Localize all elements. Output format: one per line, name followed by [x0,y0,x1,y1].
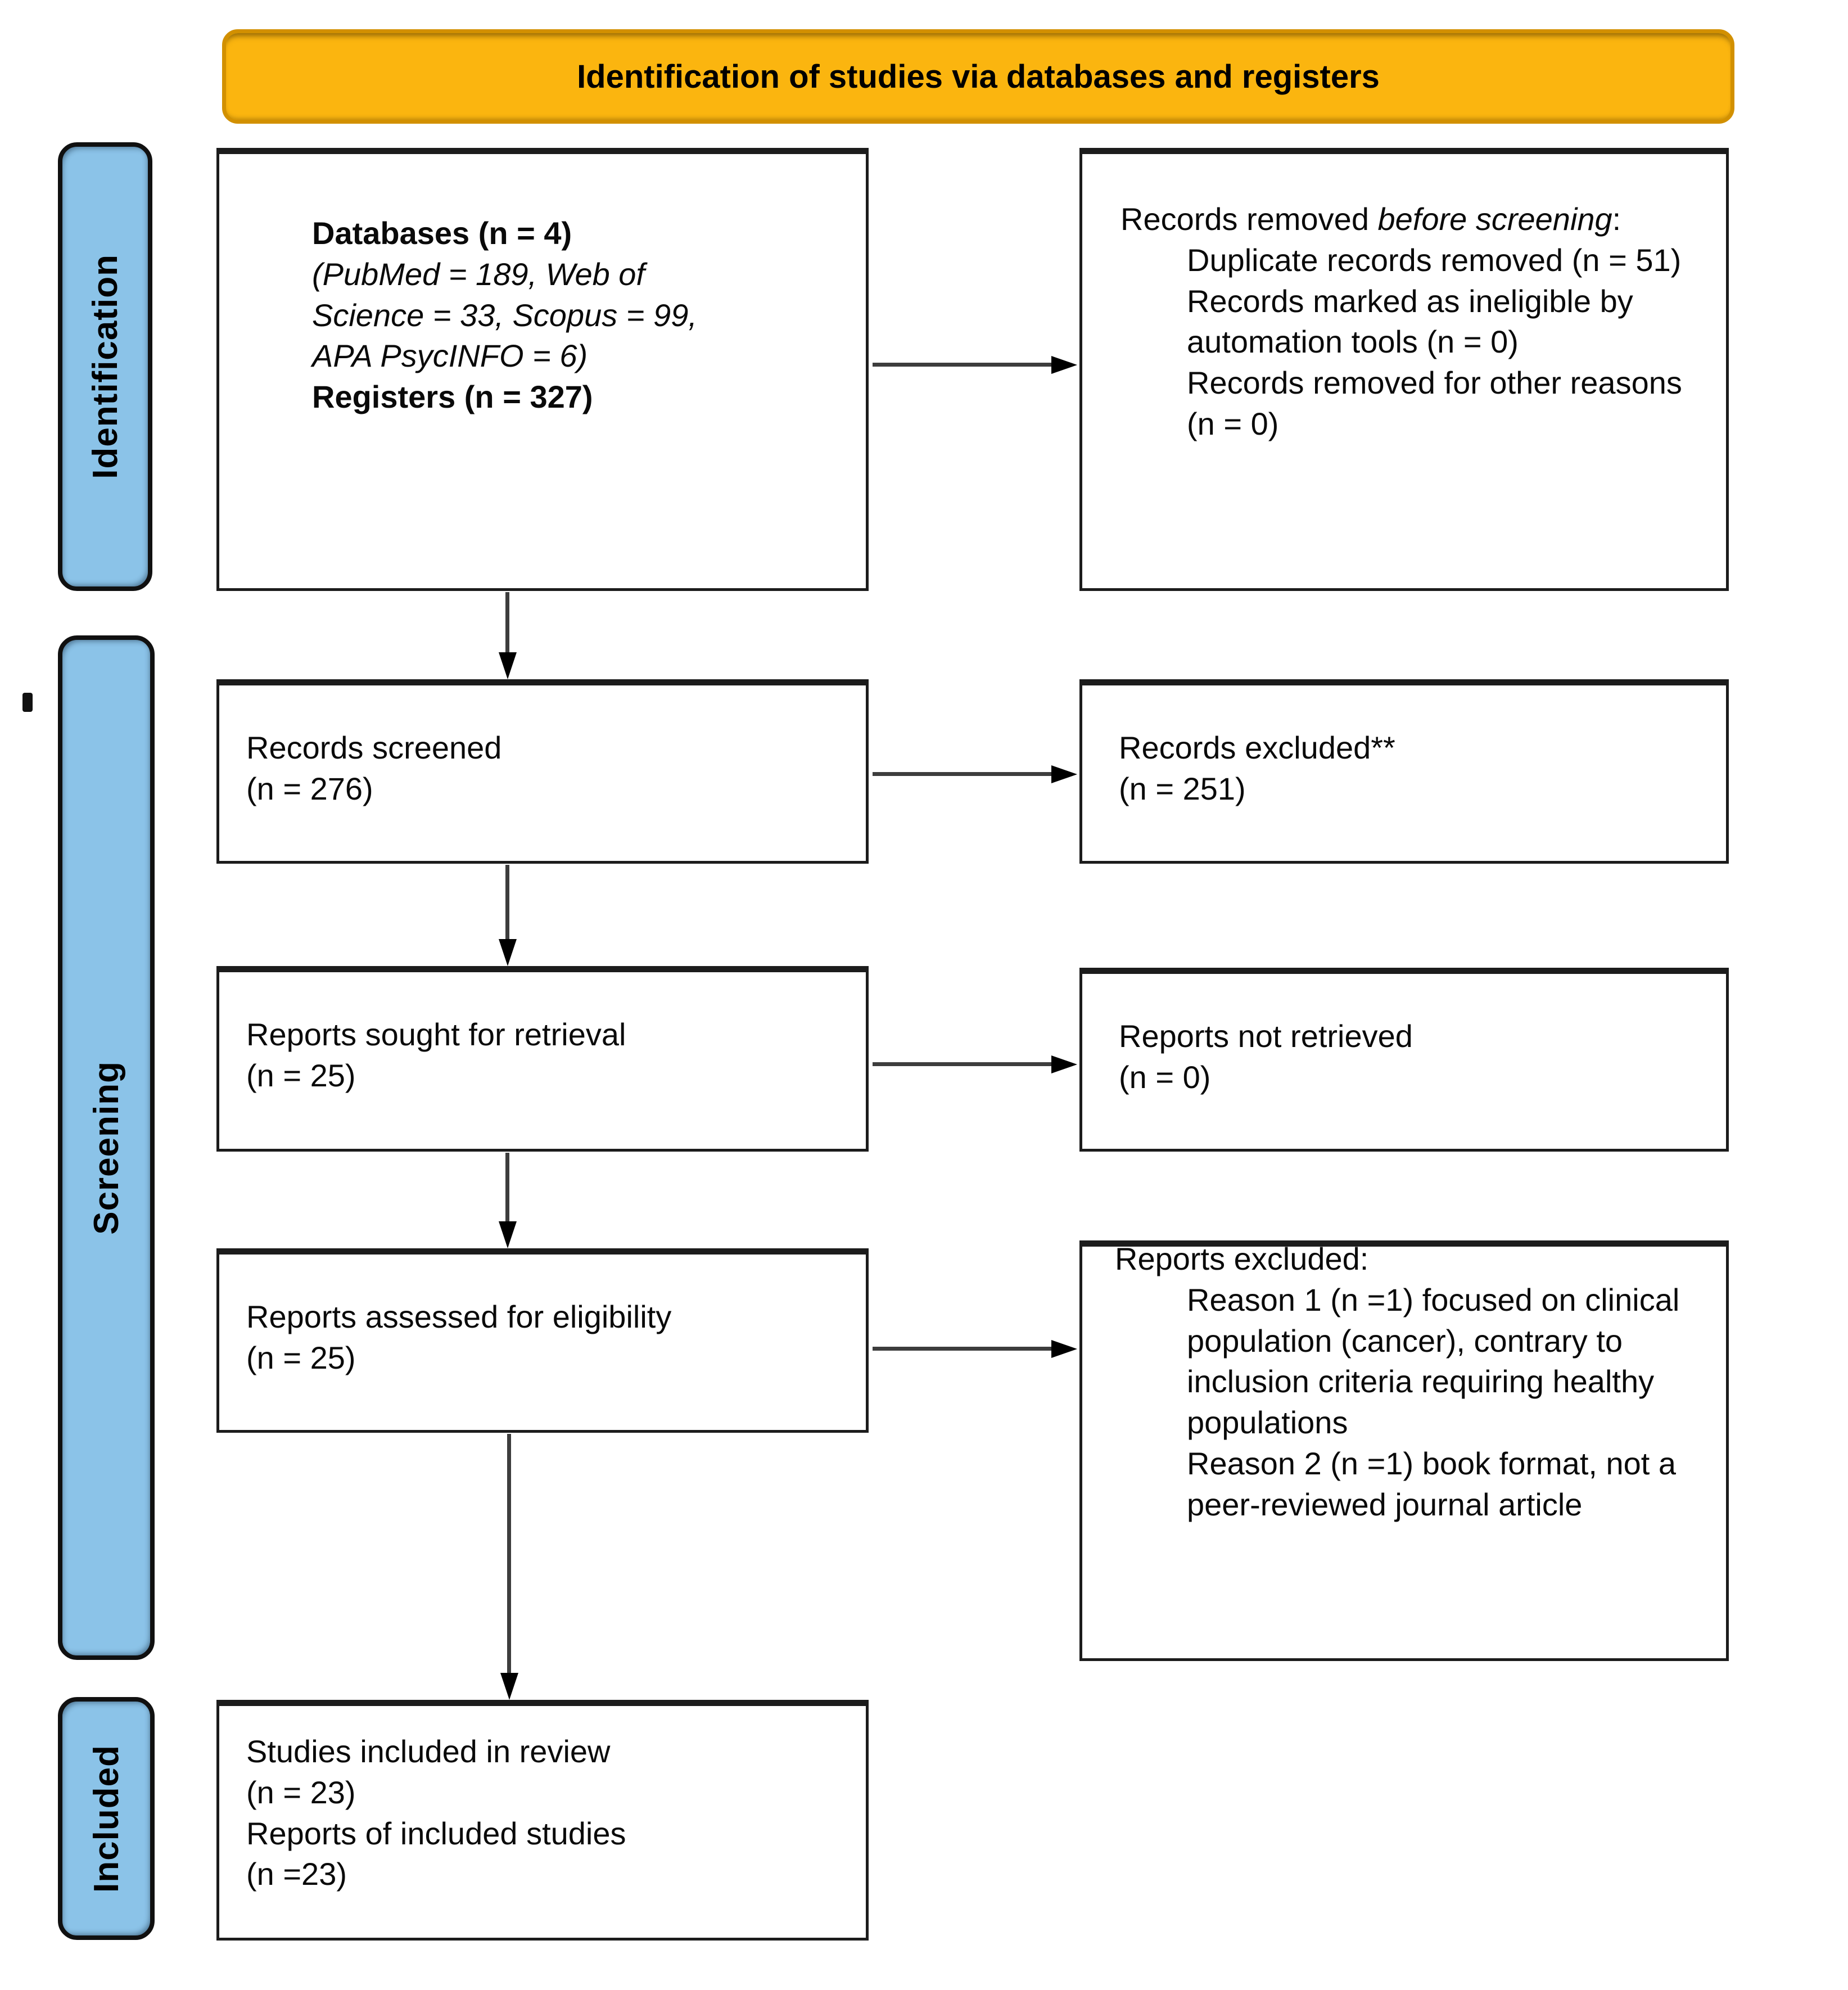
databases-detail-2: Science = 33, Scopus = 99, [312,297,697,333]
records-removed-heading-normal: Records removed [1120,201,1378,237]
stray-mark [22,693,33,712]
stage-tab-included: Included [58,1697,155,1940]
reports-excluded-heading: Reports excluded: [1115,1241,1369,1276]
box-identification-sources: Databases (n = 4) (PubMed = 189, Web of … [216,148,869,591]
records-removed-heading-italic: before screening [1377,201,1612,237]
records-removed-heading-suffix: : [1612,201,1621,237]
records-removed-item: Duplicate records removed (n = 51) [1187,242,1682,278]
box-included-studies: Studies included in review (n = 23) Repo… [216,1700,869,1941]
stage-label-screening: Screening [87,1061,126,1235]
box-records-excluded: Records excluded** (n = 251) [1079,679,1729,864]
databases-detail-1: (PubMed = 189, Web of [312,256,645,292]
box-reports-excluded: Reports excluded: Reason 1 (n =1) focuse… [1079,1240,1729,1661]
box-reports-assessed: Reports assessed for eligibility (n = 25… [216,1248,869,1433]
records-removed-item: Records removed for other reasons (n = 0… [1187,365,1682,441]
records-removed-heading: Records removed before screening: [1120,199,1712,240]
stage-label-included: Included [87,1744,126,1893]
reports-excluded-reason: Reason 2 (n =1) book format, not a peer-… [1187,1445,1677,1522]
box-records-removed: Records removed before screening: Duplic… [1079,148,1729,591]
banner-title: Identification of studies via databases … [222,29,1734,124]
stage-tab-screening: Screening [58,635,155,1660]
box-records-screened: Records screened (n = 276) [216,679,869,864]
databases-label: Databases (n = 4) [312,215,572,251]
records-removed-items: Duplicate records removed (n = 51) Recor… [1120,240,1712,445]
stage-label-identification: Identification [85,254,125,479]
reports-excluded-items: Reason 1 (n =1) focused on clinical popu… [1115,1280,1712,1526]
records-removed-item: Records marked as ineligible by automati… [1187,283,1633,360]
reports-excluded-reason: Reason 1 (n =1) focused on clinical popu… [1187,1281,1680,1441]
box-reports-not-retrieved: Reports not retrieved (n = 0) [1079,968,1729,1152]
databases-detail-3: APA PsycINFO = 6) [312,338,588,374]
registers-label: Registers (n = 327) [312,379,593,415]
stage-tab-identification: Identification [58,142,152,591]
box-reports-sought: Reports sought for retrieval (n = 25) [216,966,869,1152]
